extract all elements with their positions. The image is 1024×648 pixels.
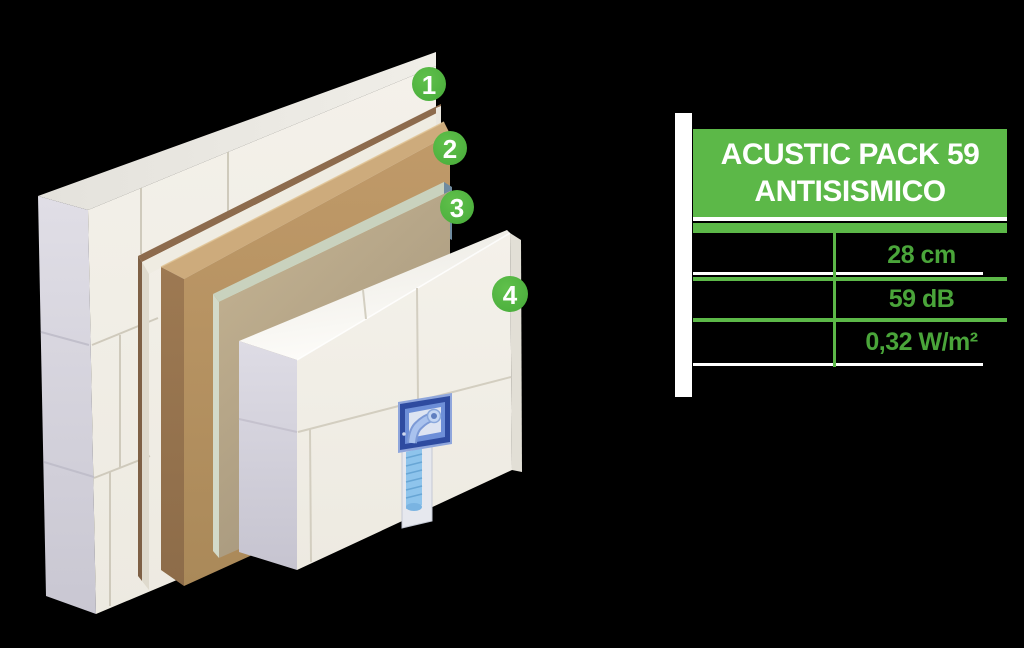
badge-1: 1 <box>412 67 446 101</box>
spec-label-cell-3 <box>693 322 831 363</box>
screw-dot <box>402 432 406 436</box>
wall1-top-face <box>38 52 436 210</box>
badge-2-number: 2 <box>443 134 457 164</box>
row-separator-green-1 <box>693 277 1007 281</box>
badge-3: 3 <box>440 190 474 224</box>
panel-title-line2: ANTISISMICO <box>754 175 946 208</box>
panel-left-bar <box>675 113 692 397</box>
corrugated-tube <box>405 448 423 511</box>
table-bottom-line <box>693 363 983 366</box>
insulation-top-edge <box>213 182 450 302</box>
row-separator-white-1 <box>693 272 983 275</box>
panel-header: ACUSTIC PACK 59 ANTISISMICO <box>693 129 1007 217</box>
wall1-block-joints <box>91 152 229 606</box>
wall1-side-joints <box>40 331 95 478</box>
badge-4: 4 <box>492 276 528 312</box>
row-separator-green-2 <box>693 318 1007 322</box>
spec-panel: ACUSTIC PACK 59 ANTISISMICO 28 cm 59 dB … <box>675 106 1007 397</box>
spec-label-cell-2 <box>693 281 831 318</box>
panel-title-line1: ACUSTIC PACK 59 <box>720 138 980 171</box>
spec-value-acoustic: 59 dB <box>888 285 955 313</box>
layer2-thin-white-panel <box>142 106 441 590</box>
badge-3-number: 3 <box>450 193 464 223</box>
fiberboard-top-face <box>161 122 450 279</box>
layer-badges: 1 2 3 4 <box>412 67 528 312</box>
header-underline <box>693 217 1007 221</box>
wall4-top-face <box>239 230 510 360</box>
badge-1-number: 1 <box>422 70 436 100</box>
insulation-left-edge <box>213 294 219 558</box>
layer2-thin-dark-panel <box>138 104 441 581</box>
column-divider <box>833 233 836 367</box>
badge-2: 2 <box>433 131 467 165</box>
spec-value-thickness: 28 cm <box>887 241 956 269</box>
wall1-side-face <box>38 196 96 614</box>
fiberboard-end-face <box>161 267 184 586</box>
badge-4-number: 4 <box>503 280 518 310</box>
green-bar <box>693 223 1007 233</box>
wall4-end-face <box>239 341 297 570</box>
wall4-right-end-face <box>510 233 522 472</box>
spec-label-cell-1 <box>693 233 831 277</box>
conduit-chase <box>401 442 433 529</box>
spec-value-transmittance: 0,32 W/m² <box>865 328 978 356</box>
electrical-box <box>398 393 452 453</box>
wall4-end-joint <box>238 418 298 433</box>
